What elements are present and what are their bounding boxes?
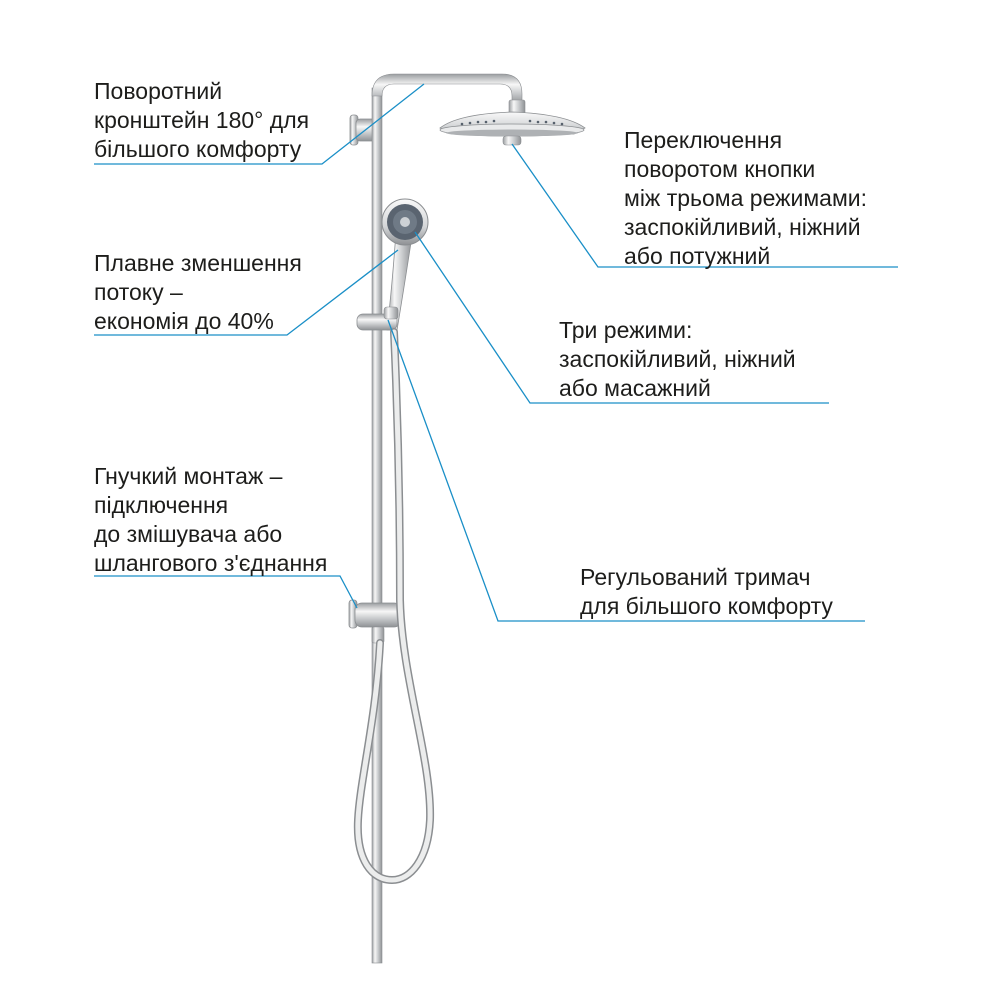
callout-line: або масажний: [559, 375, 711, 401]
callout-line: для більшого комфорту: [580, 593, 833, 619]
riser-pipe: [371, 73, 526, 964]
callout-swivel-arm: Поворотний кронштейн 180° для більшого к…: [94, 77, 309, 164]
shower-hose: [353, 328, 435, 885]
lower-connection: [348, 599, 402, 644]
overhead-shower-head: [439, 111, 586, 146]
leader-line-swivel-arm: [94, 83, 425, 165]
callout-line: Три режими:: [559, 317, 693, 343]
callout-flexible-mount: Гнучкий монтаж – підключення до змішувач…: [94, 462, 327, 578]
leader-line-hand-shower-modes: [414, 231, 829, 404]
leader-line-flexible-mount: [94, 575, 358, 609]
callout-line: підключення: [94, 492, 229, 518]
callout-line: потоку –: [94, 279, 183, 305]
callout-line: економія до 40%: [94, 308, 274, 334]
callout-adjustable-holder: Регульований тримач для більшого комфорт…: [580, 563, 833, 621]
callout-line: заспокійливий, ніжний: [559, 346, 796, 372]
leader-line-adjustable-holder: [387, 319, 865, 622]
callout-hand-shower-modes: Три режими: заспокійливий, ніжний або ма…: [559, 316, 796, 403]
callout-line: до змішувача або: [94, 521, 283, 547]
callout-line: або потужний: [624, 243, 771, 269]
callout-line: поворотом кнопки: [624, 156, 816, 182]
callout-line: Поворотний: [94, 78, 223, 104]
callout-line: шлангового з'єднання: [94, 550, 328, 576]
callout-line: кронштейн 180° для: [94, 107, 310, 133]
callout-line: Гнучкий монтаж –: [94, 463, 283, 489]
callout-head-shower-modes: Переключення поворотом кнопки між трьома…: [624, 126, 867, 271]
slider-holder: [356, 306, 399, 331]
callout-flow-reduction: Плавне зменшення потоку – економія до 40…: [94, 249, 302, 336]
callout-line: Переключення: [624, 127, 783, 153]
callout-line: заспокійливий, ніжний: [624, 214, 861, 240]
callout-line: більшого комфорту: [94, 136, 302, 162]
callout-line: Регульований тримач: [580, 564, 811, 590]
callout-line: між трьома режимами:: [624, 185, 868, 211]
callout-line: Плавне зменшення: [94, 250, 302, 276]
leader-line-flow-reduction: [94, 249, 399, 336]
leader-line-head-shower-modes: [511, 143, 898, 268]
